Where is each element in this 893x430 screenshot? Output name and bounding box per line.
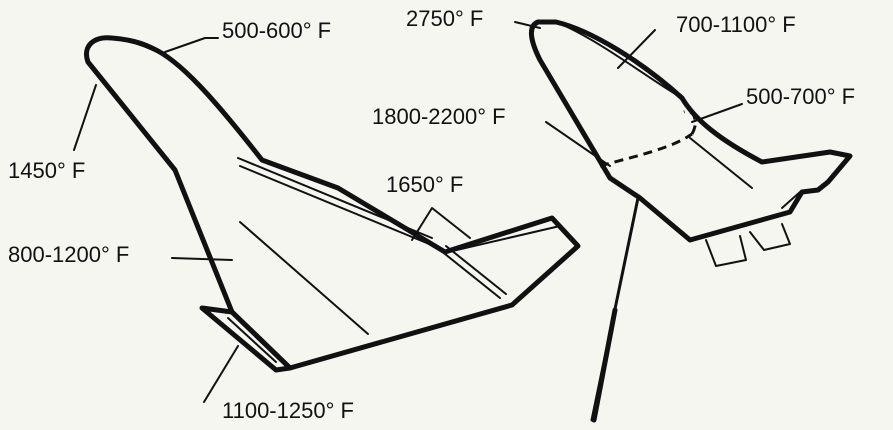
- leader-orbiter-aft: [691, 103, 743, 123]
- left-fin-inner: [447, 225, 561, 253]
- leader-lines: [73, 21, 743, 403]
- leader-orbiter-side: [545, 121, 611, 167]
- leader-fin: [411, 207, 471, 241]
- right-dashed-seam-b: [683, 109, 697, 135]
- left-vehicle: [84, 35, 581, 373]
- left-wing-stripe-a: [237, 157, 433, 239]
- label-orbiter-side: 1800-2200° F: [372, 104, 506, 129]
- left-vehicle-outline: [84, 35, 581, 371]
- label-body-flap: 1100-1250° F: [222, 398, 354, 423]
- label-nose-upper: 500-600° F: [222, 18, 332, 43]
- leader-body-flap: [203, 345, 239, 403]
- right-vehicle: [529, 19, 853, 423]
- left-trailing-line: [227, 317, 277, 363]
- left-vehicle-upper-edge: [111, 37, 263, 161]
- label-orbiter-upper: 700-1100° F: [676, 12, 796, 37]
- left-wing-inner-line: [239, 221, 369, 335]
- label-orbiter-aft: 500-700° F: [746, 84, 856, 109]
- right-vehicle-outline: [529, 19, 853, 243]
- right-inner-line: [689, 137, 753, 189]
- left-wing-stripe-b: [239, 165, 435, 247]
- label-fin: 1650° F: [386, 172, 464, 197]
- support-strut-thick: [591, 307, 618, 423]
- leader-nose-tip: [73, 84, 97, 151]
- leader-orbiter-nose: [514, 21, 541, 29]
- right-vehicle-upper-edge: [555, 21, 683, 99]
- leader-nose-upper: [164, 37, 219, 53]
- right-dashed-seam: [599, 132, 693, 168]
- left-fin-stripe-a: [439, 249, 501, 299]
- right-lower-pod-a: [705, 235, 747, 267]
- left-fin-stripe-b: [445, 245, 507, 295]
- left-body-flap: [199, 305, 293, 373]
- label-orbiter-nose: 2750° F: [406, 6, 484, 31]
- leader-wing-lower: [171, 257, 233, 261]
- right-rear-line: [781, 191, 801, 209]
- label-nose-tip: 1450° F: [8, 158, 86, 183]
- right-lower-pod-b: [749, 223, 791, 251]
- leader-orbiter-upper: [617, 29, 656, 69]
- label-wing-lower: 800-1200° F: [8, 242, 130, 267]
